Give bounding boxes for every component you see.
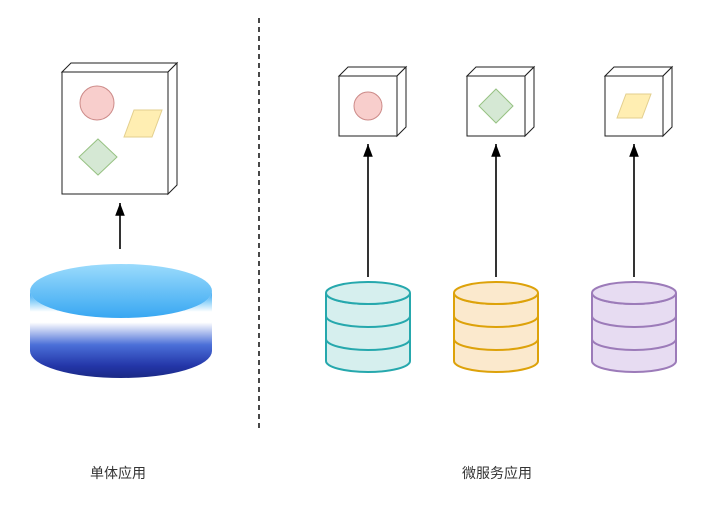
diamond-shape: [478, 88, 514, 124]
box-top-face: [337, 66, 408, 77]
database-disk-line: [325, 315, 411, 328]
box-right-face: [396, 65, 407, 138]
database-disk-line: [591, 315, 677, 328]
database-disk-line: [453, 338, 539, 351]
monolith-database-top: [30, 264, 212, 318]
monolith-database-body: [30, 291, 212, 378]
box-top-face: [60, 62, 179, 73]
database-top: [453, 281, 539, 305]
parallelogram-shape: [123, 109, 163, 138]
database-disk-line: [453, 315, 539, 328]
service-database-1: [325, 281, 411, 373]
monolith-app-box: [60, 61, 179, 196]
box-right-face: [167, 61, 178, 196]
box-right-face: [524, 65, 535, 138]
service-box-3: [603, 65, 674, 138]
database-top: [325, 281, 411, 305]
service-database-2: [453, 281, 539, 373]
box-top-face: [465, 66, 536, 77]
database-disk-line: [325, 338, 411, 351]
monolith-database: [30, 264, 212, 378]
box-top-face: [603, 66, 674, 77]
diamond-shape: [78, 138, 118, 176]
circle-shape: [79, 85, 115, 121]
box-right-face: [662, 65, 673, 138]
service-box-2: [465, 65, 536, 138]
database-top: [591, 281, 677, 305]
service-database-3: [591, 281, 677, 373]
parallelogram-shape: [616, 93, 652, 119]
database-disk-line: [591, 338, 677, 351]
label-microservices: 微服务应用: [462, 465, 532, 482]
circle-shape: [353, 91, 383, 121]
label-monolith: 单体应用: [90, 465, 146, 482]
service-box-1: [337, 65, 408, 138]
